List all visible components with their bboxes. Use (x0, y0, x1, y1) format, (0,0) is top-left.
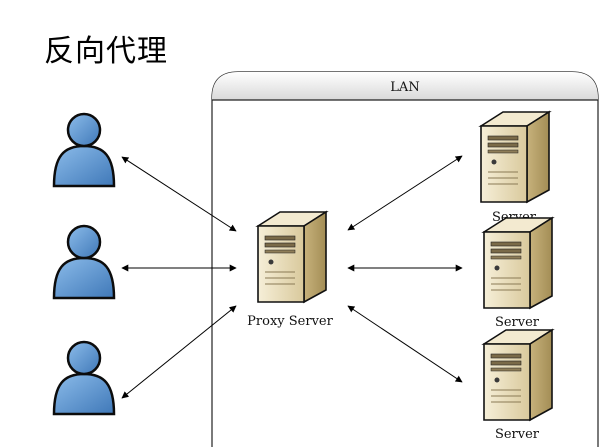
arrow-user3-proxy (121, 305, 237, 399)
arrow-proxy-server3 (347, 305, 463, 383)
page-title: 反向代理 (44, 34, 168, 69)
server-icon (257, 211, 327, 303)
user-icon (52, 224, 116, 300)
server-icon (480, 111, 550, 203)
lan-label: LAN (390, 80, 419, 95)
connections (121, 155, 463, 399)
user-icon (52, 340, 116, 416)
server-icon (483, 329, 553, 421)
user-icon (52, 112, 116, 188)
server-icon (483, 217, 553, 309)
arrow-user1-proxy (121, 156, 237, 232)
arrow-proxy-server1 (347, 155, 463, 231)
server-label: Server (495, 427, 540, 442)
proxy-server-label: Proxy Server (247, 314, 333, 329)
server-label: Server (495, 315, 540, 330)
